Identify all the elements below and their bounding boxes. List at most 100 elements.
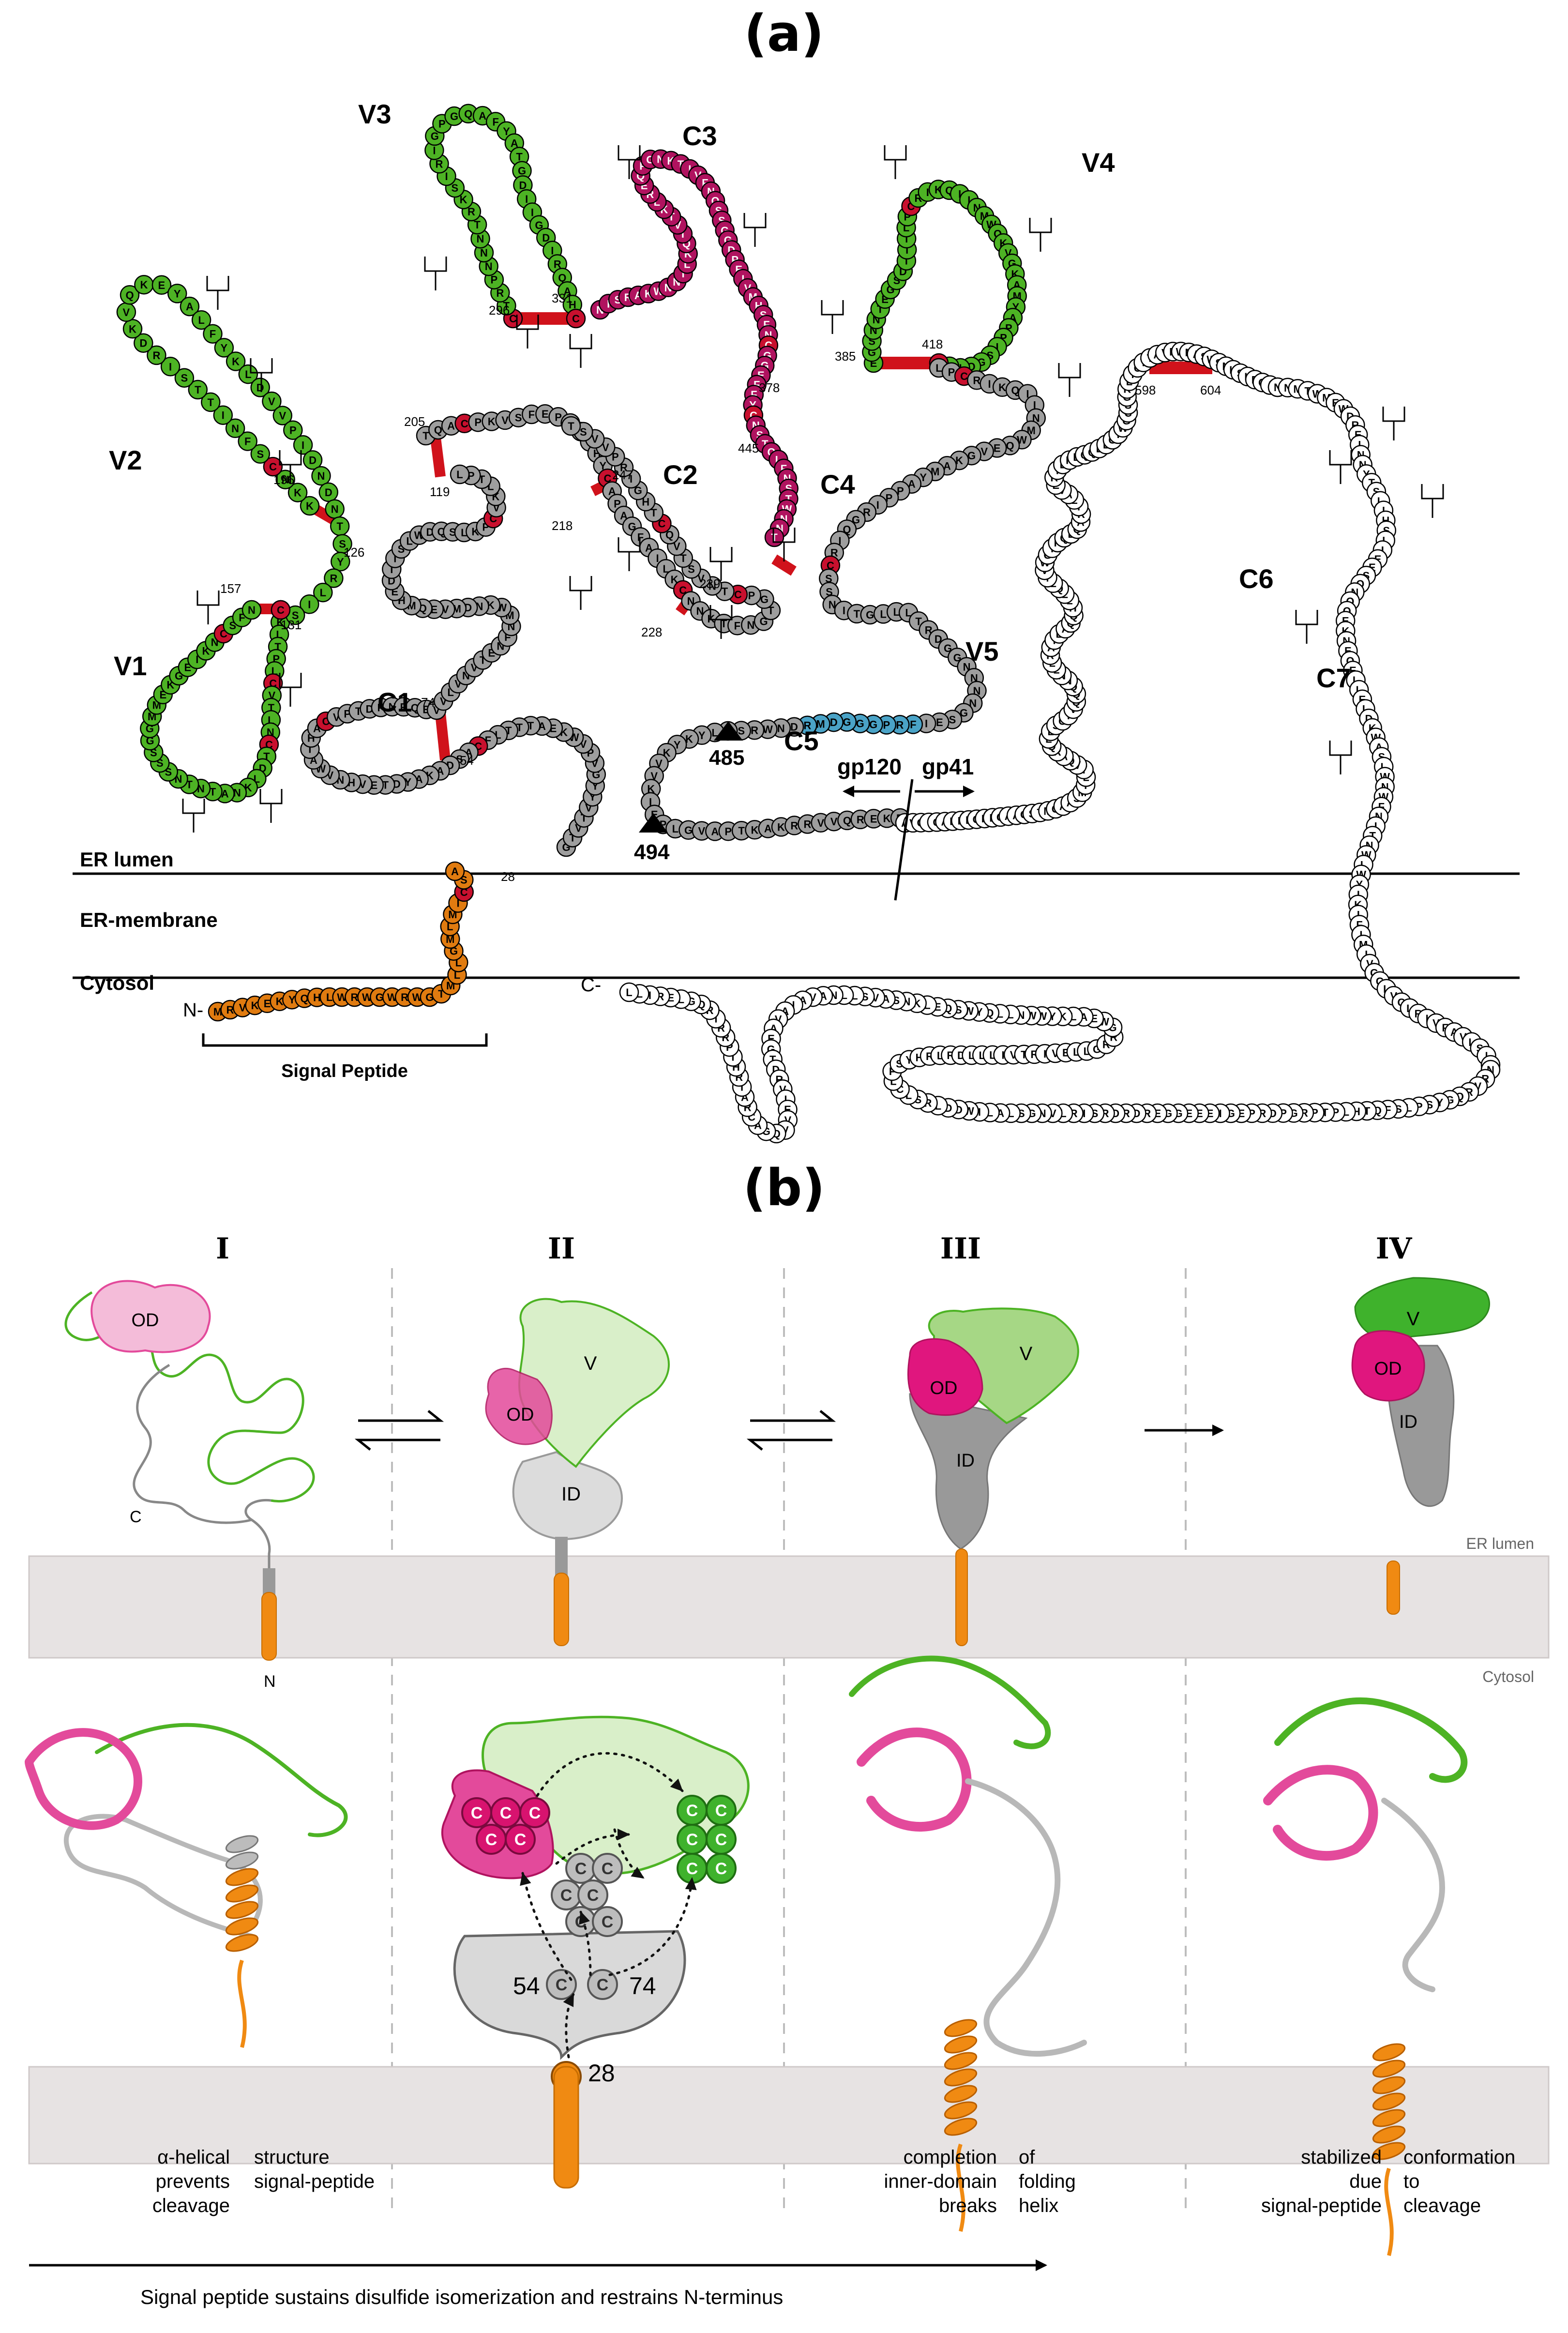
residue-letter: A (479, 110, 486, 122)
residue-letter: V (239, 1002, 246, 1014)
residue-letter: D (139, 337, 147, 349)
residue-letter: E (158, 279, 166, 291)
residue-letter: Y (599, 460, 606, 472)
residue (203, 324, 223, 344)
cys-378: 378 (759, 380, 780, 395)
residue-letter: I (656, 552, 659, 564)
residue-letter: A (186, 301, 194, 313)
residue-letter: V (980, 446, 988, 458)
residue-letter: I (838, 535, 841, 547)
glycan-icon (743, 213, 767, 247)
residue-letter: T (210, 786, 216, 798)
stage-iv-id-label: ID (1399, 1412, 1417, 1432)
glycan-icon (250, 358, 273, 392)
residue-letter: T (854, 608, 860, 620)
residue-letter: K (751, 824, 759, 836)
residue-letter: M (816, 718, 825, 730)
label-c4: C4 (820, 469, 855, 500)
cys-v-1-letter: C (715, 1802, 727, 1820)
residue-letter: A (447, 420, 455, 432)
cys-604: 604 (1200, 383, 1221, 397)
residue (238, 364, 258, 384)
residue-letter: G (431, 130, 439, 142)
ribbon-iii-magenta (857, 1727, 972, 1832)
residue-letter: P (612, 451, 619, 463)
residue-letter: P (614, 498, 621, 510)
stage-iii-id-label: ID (956, 1451, 975, 1471)
cys-74 (587, 1969, 618, 2000)
residue-letter: I (1083, 1107, 1086, 1120)
glycan-icon (772, 528, 796, 561)
helix-turn (225, 1934, 259, 1952)
residue-letter: I (1033, 399, 1036, 411)
stage-i-label: I (216, 1232, 229, 1266)
residue (300, 594, 319, 614)
residue-letter: N (687, 595, 695, 607)
residue-letter: A (221, 788, 229, 800)
glycan-icon (279, 673, 302, 707)
residue-letter: R (330, 573, 337, 585)
residue-letter: A (645, 542, 653, 554)
stage-i-c-label: C (130, 1508, 142, 1526)
residue-letter: E (870, 813, 877, 825)
residue-letter: S (580, 426, 587, 438)
residue-letter: K (140, 279, 148, 291)
residue-letter: I (1374, 820, 1377, 833)
residue-letter: I (996, 341, 999, 353)
residue-letter: G (843, 716, 851, 728)
label-v2: V2 (109, 445, 142, 475)
residue-letter: K (251, 1000, 259, 1012)
cys-54 (546, 1969, 577, 2000)
cys-239: 239 (699, 576, 720, 591)
residue-letter: C (269, 461, 277, 473)
residue-letter: L (626, 986, 632, 999)
eq-arrow-1-back (354, 1439, 440, 1451)
residue-letter: T (336, 520, 343, 532)
helix-tail (1384, 2167, 1394, 2256)
eq-arrow-2-forward (750, 1410, 836, 1422)
helix-turn (944, 2101, 978, 2120)
residue-letter: P (555, 411, 562, 423)
residue-letter: Q (558, 272, 566, 284)
residue-letter: F (734, 620, 740, 632)
residue-letter: I (525, 193, 528, 205)
helix-turn (944, 2019, 978, 2037)
cap4-w3: due (1349, 2171, 1382, 2192)
residue (293, 435, 313, 455)
stage-separators (391, 1268, 1187, 2212)
residue-letter: F (492, 116, 498, 128)
cap3-w6: helix (1019, 2195, 1058, 2216)
region-labels: V3 C3 V4 V2 C2 C4 C6 V1 V5 C7 C1 C5 (109, 99, 1351, 756)
residue-letter: L (880, 608, 886, 620)
iso-arrow-mid-v (613, 1828, 645, 1879)
cys-28-label-b: 28 (588, 2060, 615, 2087)
isomerization-arrows (520, 1752, 697, 2059)
cys-od-4-letter: C (514, 1831, 527, 1849)
glycan-icon (1382, 407, 1405, 440)
cap3-w3: inner-domain (884, 2171, 997, 2192)
cys-id-3-letter: C (587, 1886, 599, 1905)
residue-letter: V (591, 433, 599, 445)
residue-letter: I (1357, 909, 1360, 921)
residue-letter: I (433, 144, 436, 156)
cysteine-balls: CCCCCCCCCCCCCCCCCCCC (461, 1795, 737, 2092)
glycan-icon (182, 799, 205, 833)
cys-218: 218 (552, 518, 573, 533)
stage-ii-od-domain (485, 1367, 553, 1445)
residue-letter: N (829, 599, 836, 611)
label-c5: C5 (784, 726, 819, 756)
residue-letter: H (569, 299, 576, 311)
residue-letter: I (393, 553, 396, 565)
residue-letter: N (282, 474, 289, 486)
helix-turn (1372, 2092, 1406, 2111)
residue (262, 391, 282, 411)
residue-letter: T (650, 507, 657, 519)
residue-letter: G (450, 110, 458, 122)
residue-letter: R (401, 991, 408, 1003)
residue (331, 552, 350, 572)
stage-iv-od-label: OD (1374, 1359, 1402, 1379)
cys-131: 131 (281, 618, 302, 632)
helix-turn (1372, 2043, 1406, 2061)
cys-247: 247 (612, 468, 633, 482)
